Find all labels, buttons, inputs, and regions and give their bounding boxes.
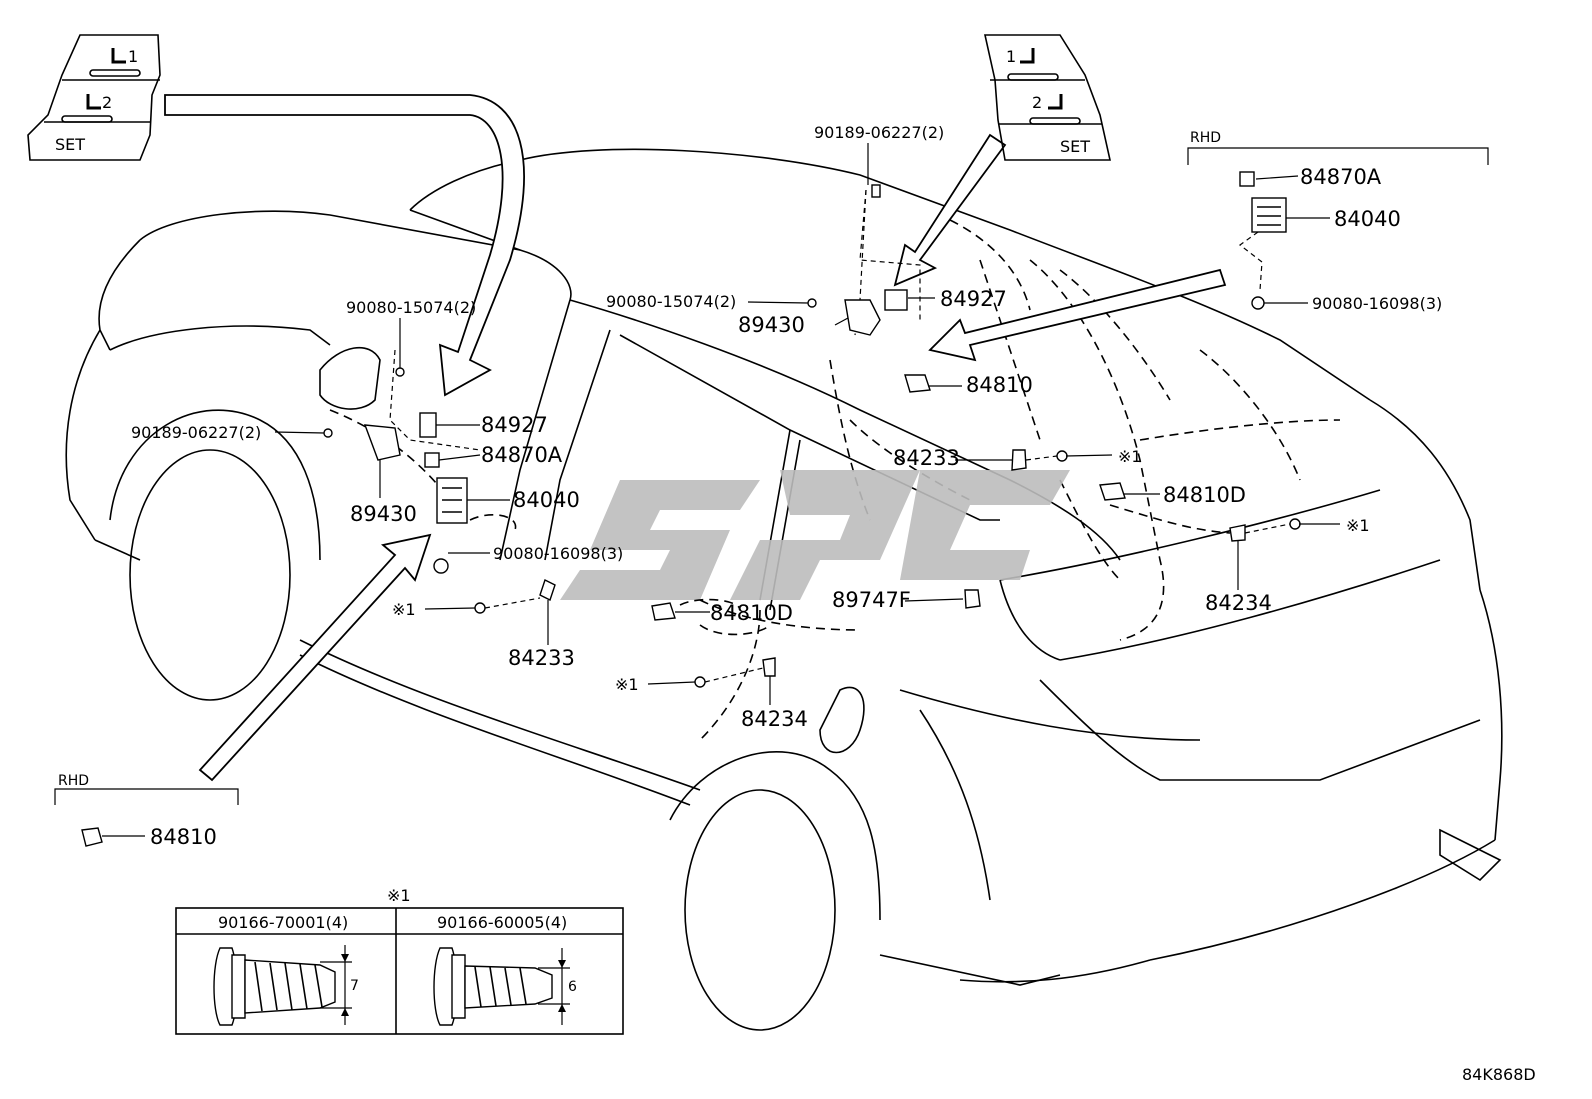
callout-labels: 90189-06227(2) 90080-15074(2) 84927 8943…	[58, 123, 1442, 849]
dimension-6: 6	[568, 979, 577, 995]
callout-84810: 84810	[150, 825, 217, 849]
arrow-top-left	[164, 94, 525, 397]
callout-89430: 89430	[350, 502, 417, 526]
pointer-arrows	[164, 94, 1227, 782]
callout-84233: 84233	[893, 446, 960, 470]
memory-btn-1: 1	[1006, 47, 1016, 66]
callout-84927: 84927	[481, 413, 548, 437]
callout-89430: 89430	[738, 313, 805, 337]
callout-84040: 84040	[1334, 207, 1401, 231]
callout-84870A: 84870A	[481, 443, 563, 467]
callout-90080-15074: 90080-15074(2)	[346, 298, 476, 317]
screw-bolt-icon	[213, 945, 352, 1026]
callout-90080-16098: 90080-16098(3)	[493, 544, 623, 563]
seat-icon	[111, 48, 126, 64]
callout-84810: 84810	[966, 373, 1033, 397]
watermark	[560, 470, 1070, 600]
arrow-top-right	[893, 133, 1007, 287]
rhd-label: RHD	[1190, 130, 1221, 146]
table-marker: ※1	[387, 886, 411, 905]
rhd-label: RHD	[58, 773, 89, 789]
dimension-7: 7	[350, 978, 359, 994]
arrow-right	[928, 268, 1227, 362]
arrow-lower-left	[198, 533, 432, 782]
callout-84234: 84234	[1205, 591, 1272, 615]
callout-mark-1: ※1	[615, 675, 639, 694]
callout-84927: 84927	[940, 287, 1007, 311]
leader-lines	[54, 143, 1489, 837]
callout-84233: 84233	[508, 646, 575, 670]
memory-switch-panel-left: 1 2 SET	[27, 34, 161, 161]
callout-mark-1: ※1	[1118, 447, 1142, 466]
seat-icon	[86, 94, 101, 110]
callout-84810D: 84810D	[710, 601, 793, 625]
callout-89747F: 89747F	[832, 588, 911, 612]
memory-btn-2: 2	[1032, 93, 1042, 112]
memory-btn-set: SET	[1060, 137, 1090, 156]
screw-bolt-icon	[433, 947, 570, 1026]
callout-mark-1: ※1	[392, 600, 416, 619]
memory-btn-1: 1	[128, 47, 138, 66]
table-header-col2: 90166-60005(4)	[437, 913, 567, 932]
callout-84040: 84040	[513, 488, 580, 512]
callout-90080-15074: 90080-15074(2)	[606, 292, 736, 311]
callout-90189-06227: 90189-06227(2)	[131, 423, 261, 442]
memory-btn-set: SET	[55, 135, 85, 154]
table-header-col1: 90166-70001(4)	[218, 913, 348, 932]
screw-table: ※1 90166-70001(4) 90166-60005(4) 7	[175, 886, 624, 1035]
callout-84810D: 84810D	[1163, 483, 1246, 507]
callout-mark-1: ※1	[1346, 516, 1370, 535]
callout-84870A: 84870A	[1300, 165, 1382, 189]
callout-90189-06227: 90189-06227(2)	[814, 123, 944, 142]
callout-84234: 84234	[741, 707, 808, 731]
memory-switch-panel-right: 1 2 SET	[984, 34, 1111, 161]
diagram-id: 84K868D	[1462, 1065, 1536, 1084]
callout-90080-16098: 90080-16098(3)	[1312, 294, 1442, 313]
memory-btn-2: 2	[102, 93, 112, 112]
seat-icon	[1048, 94, 1063, 110]
seat-icon	[1020, 48, 1035, 64]
